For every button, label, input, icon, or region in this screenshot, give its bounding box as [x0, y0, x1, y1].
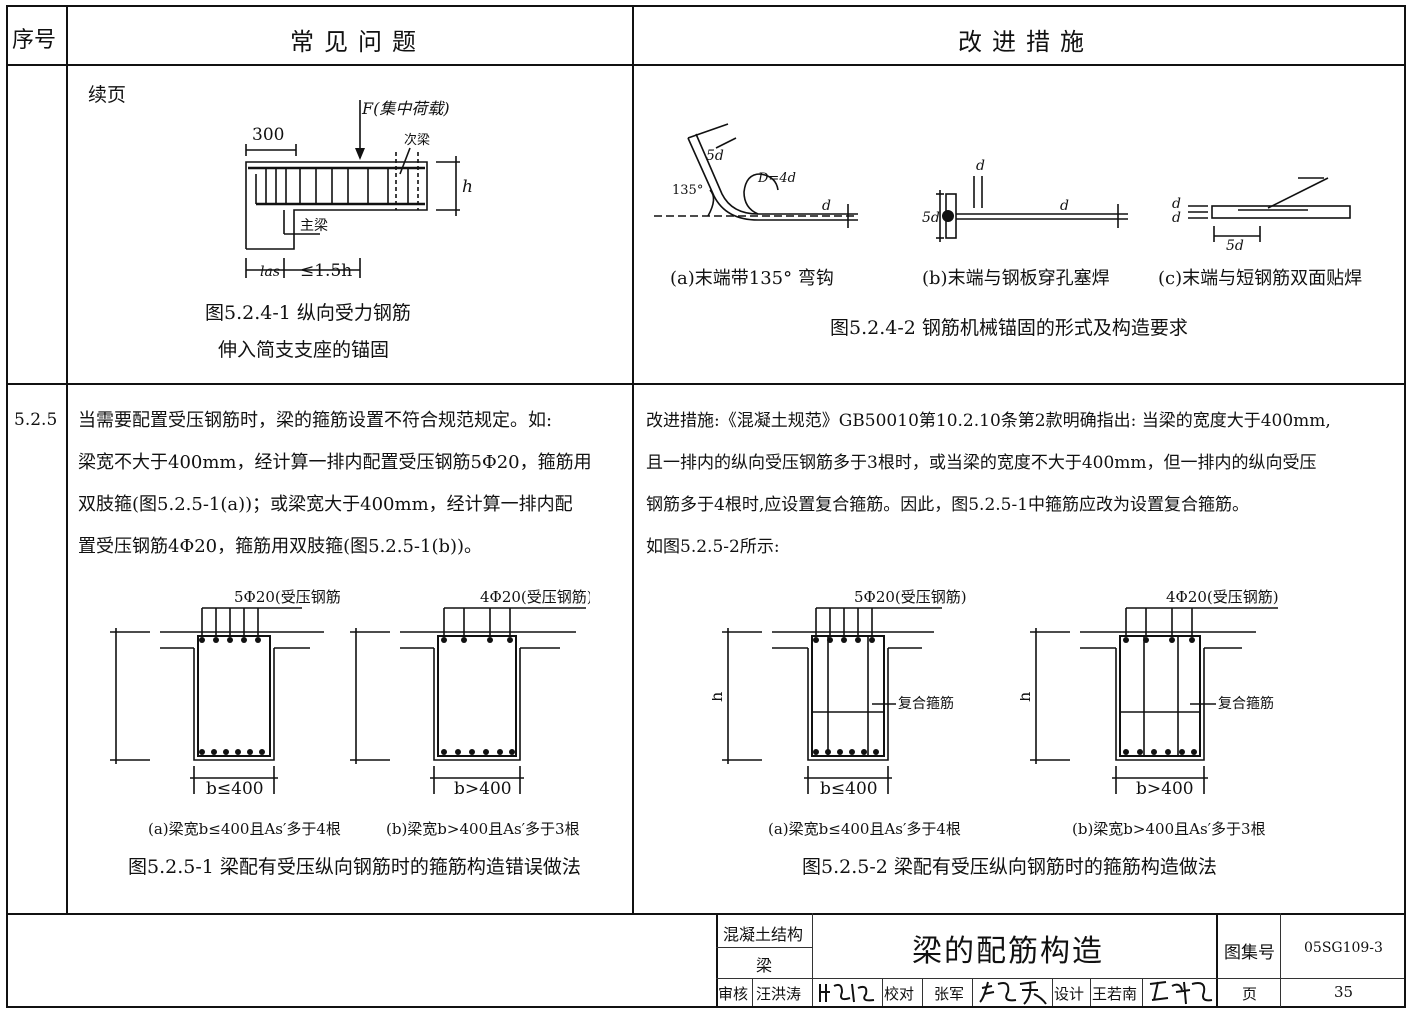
problem-line-1: 当需要配置受压钢筋时，梁的箍筋设置不符合规范规定。如:	[78, 410, 553, 431]
page-label: 页	[1242, 985, 1258, 1003]
fig-5-2-5-2b-sub: (b)梁宽b>400且As′多于3根	[1072, 820, 1266, 838]
figure-5-2-5-2b: 4Φ20(受压钢筋) h 复合箍筋 b>400	[1020, 588, 1279, 799]
designer-signature	[1149, 981, 1213, 1005]
section-number: 5.2.5	[14, 410, 58, 430]
fig-5-2-5-1-caption: 图5.2.5-1 梁配有受压纵向钢筋时的箍筋构造错误做法	[128, 856, 581, 878]
problem-line-4: 置受压钢筋4Φ20，箍筋用双肢箍(图5.2.5-1(b))。	[78, 536, 483, 557]
checker-name: 张军	[934, 985, 965, 1003]
fix-text: 改进措施:《混凝土规范》GB50010第10.2.10条第2款明确指出: 当梁的…	[646, 400, 1402, 568]
header-col-no: 序号	[12, 28, 57, 53]
title-category-1: 混凝土结构	[723, 925, 804, 944]
problem-line-2: 梁宽不大于400mm，经计算一排内配置受压钢筋5Φ20，箍筋用	[78, 452, 592, 473]
short-bar-d2: d	[1172, 210, 1181, 226]
fig-5-2-4-1-caption-2: 伸入简支支座的锚固	[218, 339, 390, 361]
figure-5-2-5-1a: 5Φ20(受压钢筋) h b≤400	[110, 588, 340, 799]
designer-name: 王若南	[1092, 985, 1138, 1003]
fig-5-2-4-2-sub-b: (b)末端与钢板穿孔塞焊	[922, 268, 1110, 289]
dim-b: b≤400	[820, 779, 878, 799]
plate-d-top: d	[976, 158, 985, 174]
atlas-number: 05SG109-3	[1304, 940, 1383, 956]
dim-b: b>400	[454, 779, 512, 799]
fig-5-2-4-2-caption: 图5.2.4-2 钢筋机械锚固的形式及构造要求	[830, 317, 1188, 339]
checker-signature	[979, 981, 1047, 1005]
dim-h: h	[350, 692, 354, 702]
figure-5-2-5-1b: 4Φ20(受压钢筋) h b>400	[350, 588, 590, 799]
short-bar-d1: d	[1172, 196, 1181, 212]
fig-5-2-4-2-sub-a: (a)末端带135° 弯钩	[670, 268, 834, 289]
problem-text: 当需要配置受压钢筋时，梁的箍筋设置不符合规范规定。如: 梁宽不大于400mm，经…	[78, 400, 628, 568]
dim-h: h	[462, 177, 473, 197]
fig-5-2-5-1b-sub: (b)梁宽b>400且As′多于3根	[386, 820, 580, 838]
dim-las: las	[260, 264, 280, 280]
fix-line-2: 且一排内的纵向受压钢筋多于3根时，或当梁的宽度不大于400mm，但一排内的纵向受…	[646, 453, 1317, 473]
composite-stirrup-label: 复合箍筋	[898, 695, 954, 712]
hook-diameter: D=4d	[757, 171, 796, 186]
header-col-problem: 常见问题	[290, 28, 426, 56]
header-col-fix: 改进措施	[958, 28, 1094, 56]
page-number: 35	[1334, 983, 1354, 1001]
atlas-number-label: 图集号	[1224, 943, 1275, 963]
drawing-title: 梁的配筋构造	[912, 934, 1104, 969]
dim-300: 300	[252, 125, 284, 145]
problem-line-3: 双肢箍(图5.2.5-1(a))；或梁宽大于400mm，经计算一排内配	[78, 494, 573, 515]
fig-5-2-4-2-sub-c: (c)末端与短钢筋双面贴焊	[1158, 268, 1363, 289]
bars-label: 5Φ20(受压钢筋)	[854, 588, 967, 606]
fig-5-2-5-2a-sub: (a)梁宽b≤400且As′多于4根	[768, 820, 961, 838]
short-bar-5d: 5d	[1226, 238, 1244, 254]
fix-line-3: 钢筋多于4根时,应设置复合箍筋。因此，图5.2.5-1中箍筋应改为设置复合箍筋。	[646, 495, 1250, 515]
figure-5-2-4-1: 300 F(集中荷载) 次梁 主梁 h las ≤1.5h	[245, 99, 473, 281]
title-category-2: 梁	[756, 956, 773, 975]
check-label: 校对	[884, 985, 915, 1003]
hook-angle: 135°	[672, 183, 703, 198]
dim-b: b≤400	[206, 779, 264, 799]
fig-5-2-5-1a-sub: (a)梁宽b≤400且As′多于4根	[148, 820, 341, 838]
plate-5d: 5d	[922, 210, 940, 226]
reviewer-signature	[819, 983, 875, 1003]
dim-1-5h: ≤1.5h	[300, 261, 352, 281]
dim-h: h	[1020, 692, 1034, 702]
figure-5-2-5-2a: 5Φ20(受压钢筋) h 复合箍筋 b≤400	[712, 588, 967, 799]
review-label: 审核	[718, 985, 749, 1003]
fig-5-2-5-2-caption: 图5.2.5-2 梁配有受压纵向钢筋时的箍筋构造做法	[802, 856, 1217, 878]
bars-label: 4Φ20(受压钢筋)	[1166, 588, 1279, 606]
reviewer-name: 汪洪涛	[756, 985, 802, 1003]
secondary-beam-label: 次梁	[404, 132, 430, 148]
main-beam-label: 主梁	[300, 218, 328, 234]
design-label: 设计	[1054, 985, 1085, 1003]
composite-stirrup-label: 复合箍筋	[1218, 695, 1274, 712]
bars-label: 4Φ20(受压钢筋)	[480, 588, 590, 606]
bars-label: 5Φ20(受压钢筋)	[234, 588, 340, 606]
continued-label: 续页	[88, 84, 127, 106]
figure-5-2-4-2: 5d 135° D=4d d 5d d d d d 5d	[654, 123, 1351, 254]
fix-line-4: 如图5.2.5-2所示:	[646, 537, 780, 557]
fig-5-2-4-1-caption-1: 图5.2.4-1 纵向受力钢筋	[205, 302, 411, 324]
hook-5d: 5d	[706, 148, 724, 164]
dim-h: h	[712, 692, 726, 702]
hook-d: d	[822, 198, 831, 214]
fix-line-1: 改进措施:《混凝土规范》GB50010第10.2.10条第2款明确指出: 当梁的…	[646, 411, 1331, 431]
dim-b: b>400	[1136, 779, 1194, 799]
load-label: F(集中荷载)	[361, 99, 450, 118]
plate-d-side: d	[1060, 198, 1069, 214]
